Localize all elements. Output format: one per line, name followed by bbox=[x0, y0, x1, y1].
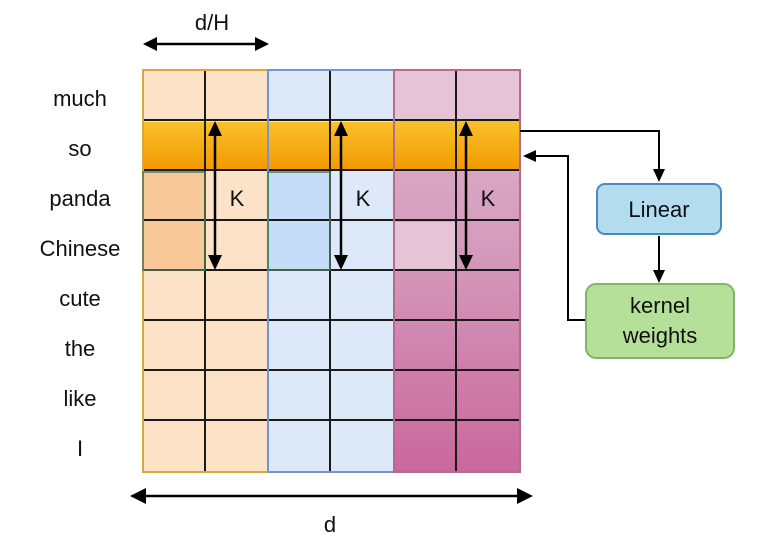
token-the: the bbox=[65, 336, 96, 361]
linear-label: Linear bbox=[628, 197, 689, 222]
model-width-dimension: d bbox=[130, 488, 533, 537]
kernel-arrow-1: K bbox=[208, 121, 245, 270]
kernel-arrow-3: K bbox=[459, 121, 496, 270]
head-borders bbox=[142, 69, 521, 473]
token-much: much bbox=[53, 86, 107, 111]
kernel-label-3: K bbox=[481, 186, 496, 211]
connector-linear-to-kernel bbox=[653, 236, 665, 283]
token-panda: panda bbox=[49, 186, 111, 211]
token-i: I bbox=[77, 436, 83, 461]
model-width-label: d bbox=[324, 512, 336, 537]
kernel-label-1: K bbox=[230, 186, 245, 211]
kernel-weights-line1: kernel bbox=[630, 293, 690, 318]
linear-box: Linear bbox=[596, 183, 722, 235]
head-width-label: d/H bbox=[195, 10, 229, 35]
kernel-weights-line2: weights bbox=[622, 323, 698, 348]
kernel-weights-box: kernel weights bbox=[585, 283, 735, 359]
kernel-arrow-2: K bbox=[334, 121, 371, 270]
token-like: like bbox=[63, 386, 96, 411]
connector-kernel-to-so bbox=[523, 150, 585, 321]
token-cute: cute bbox=[59, 286, 101, 311]
token-chinese: Chinese bbox=[40, 236, 121, 261]
token-so: so bbox=[68, 136, 91, 161]
connector-so-to-linear bbox=[520, 130, 665, 182]
grid-lines bbox=[143, 70, 520, 472]
head-width-dimension: d/H bbox=[143, 10, 269, 51]
head-3-highlight bbox=[394, 222, 456, 270]
token-labels: much so panda Chinese cute the like I bbox=[40, 86, 121, 461]
kernel-label-2: K bbox=[356, 186, 371, 211]
